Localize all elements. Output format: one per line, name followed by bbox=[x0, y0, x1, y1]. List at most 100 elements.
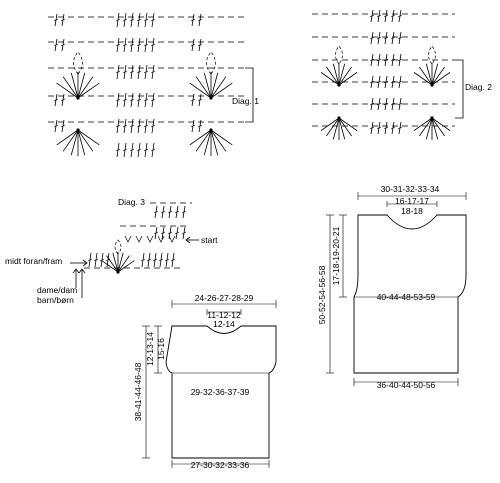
fan-stitch bbox=[189, 129, 212, 146]
fan-stitch bbox=[326, 117, 340, 137]
fan-stitch bbox=[210, 82, 233, 99]
fan-stitch bbox=[425, 63, 433, 86]
fan-stitch bbox=[77, 129, 94, 152]
fan-base bbox=[209, 128, 213, 132]
treble-crossbar bbox=[376, 126, 382, 130]
fan-stitch bbox=[117, 255, 130, 273]
center-front-arrowhead bbox=[82, 259, 88, 267]
treble-crossbar bbox=[390, 80, 396, 84]
size-ladies-label: dame/dam bbox=[37, 285, 77, 295]
treble-crossbar bbox=[150, 98, 156, 102]
small-armhole-height-2: 15-16 bbox=[156, 338, 166, 360]
treble-crossbar bbox=[150, 70, 156, 74]
fan-base bbox=[430, 83, 434, 87]
treble-crossbar bbox=[397, 80, 403, 84]
fan-stitch bbox=[338, 117, 346, 140]
diagram-1-bracket bbox=[245, 67, 254, 123]
treble-crossbar bbox=[376, 36, 382, 40]
treble-crossbar bbox=[140, 258, 146, 262]
fan-stitch bbox=[431, 66, 445, 86]
fan-stitch bbox=[338, 72, 358, 86]
fan-stitch bbox=[326, 66, 340, 86]
fan-stitch bbox=[203, 72, 212, 99]
treble-crossbar bbox=[60, 98, 66, 102]
treble-crossbar bbox=[174, 210, 180, 214]
diagram-2-label: Diag. 2 bbox=[465, 82, 492, 92]
treble-crossbar bbox=[143, 43, 149, 47]
diagram-1-chart bbox=[48, 12, 254, 158]
treble-crossbar bbox=[150, 148, 156, 152]
treble-crossbar bbox=[197, 98, 203, 102]
treble-crossbar bbox=[146, 258, 152, 262]
treble-crossbar bbox=[53, 43, 59, 47]
fan-stitch bbox=[413, 117, 433, 131]
treble-crossbar bbox=[369, 36, 375, 40]
fan-stitch bbox=[419, 117, 433, 137]
treble-crossbar bbox=[129, 70, 135, 74]
chain-loop bbox=[428, 45, 436, 65]
treble-crossbar bbox=[397, 126, 403, 130]
fan-stitch bbox=[189, 82, 212, 99]
fan-base bbox=[430, 116, 434, 120]
treble-crossbar bbox=[164, 258, 170, 262]
treble-crossbar bbox=[122, 70, 128, 74]
treble-crossbar bbox=[129, 148, 135, 152]
small-total-height: 38-41-44-46-48 bbox=[133, 362, 143, 421]
treble-crossbar bbox=[369, 102, 375, 106]
treble-crossbar bbox=[190, 124, 196, 128]
v-stitch bbox=[135, 235, 143, 243]
size-children-label: barn/børn bbox=[37, 295, 74, 305]
diagram-2-bracket bbox=[455, 59, 464, 119]
treble-crossbar bbox=[197, 124, 203, 128]
fan-stitch bbox=[338, 117, 358, 131]
treble-crossbar bbox=[115, 148, 121, 152]
treble-crossbar bbox=[129, 98, 135, 102]
small-neck-width-1: 11-12-12 bbox=[207, 310, 241, 320]
fan-stitch bbox=[101, 260, 119, 273]
treble-crossbar bbox=[190, 43, 196, 47]
treble-crossbar bbox=[150, 43, 156, 47]
large-armhole-height: 17-18-19-20-21 bbox=[331, 226, 341, 285]
diagram-1-label: Diag. 1 bbox=[232, 96, 259, 106]
treble-crossbar bbox=[115, 43, 121, 47]
fan-stitch bbox=[106, 255, 119, 273]
fan-stitch bbox=[210, 129, 227, 152]
treble-crossbar bbox=[197, 18, 203, 22]
treble-crossbar bbox=[369, 80, 375, 84]
large-chest-width: 40-44-48-53-59 bbox=[377, 292, 436, 302]
treble-crossbar bbox=[190, 18, 196, 22]
large-neck-width-1: 16-17-17 bbox=[395, 196, 429, 206]
fan-stitch bbox=[195, 76, 212, 99]
treble-crossbar bbox=[397, 36, 403, 40]
treble-crossbar bbox=[376, 14, 382, 18]
treble-crossbar bbox=[153, 231, 159, 235]
fan-stitch bbox=[77, 72, 86, 99]
treble-crossbar bbox=[99, 258, 105, 262]
fan-stitch bbox=[62, 129, 79, 152]
fan-stitch bbox=[77, 129, 86, 156]
fan-stitch bbox=[62, 76, 79, 99]
treble-crossbar bbox=[376, 80, 382, 84]
fan-stitch bbox=[413, 72, 433, 86]
treble-crossbar bbox=[383, 126, 389, 130]
treble-crossbar bbox=[60, 124, 66, 128]
fan-stitch bbox=[210, 76, 227, 99]
treble-crossbar bbox=[129, 18, 135, 22]
treble-crossbar bbox=[60, 18, 66, 22]
small-top-width: 24-26-27-28-29 bbox=[195, 293, 254, 303]
treble-crossbar bbox=[160, 231, 166, 235]
treble-crossbar bbox=[115, 70, 121, 74]
treble-crossbar bbox=[160, 210, 166, 214]
small-chest-width: 29-32-36-37-39 bbox=[191, 387, 250, 397]
treble-crossbar bbox=[383, 36, 389, 40]
treble-crossbar bbox=[153, 210, 159, 214]
fan-stitch bbox=[203, 129, 212, 156]
fan-stitch bbox=[117, 252, 124, 273]
diagram-3-chart bbox=[70, 202, 199, 298]
treble-crossbar bbox=[136, 43, 142, 47]
treble-crossbar bbox=[383, 14, 389, 18]
fan-base bbox=[209, 96, 213, 100]
treble-crossbar bbox=[167, 210, 173, 214]
treble-crossbar bbox=[152, 258, 158, 262]
treble-crossbar bbox=[122, 124, 128, 128]
